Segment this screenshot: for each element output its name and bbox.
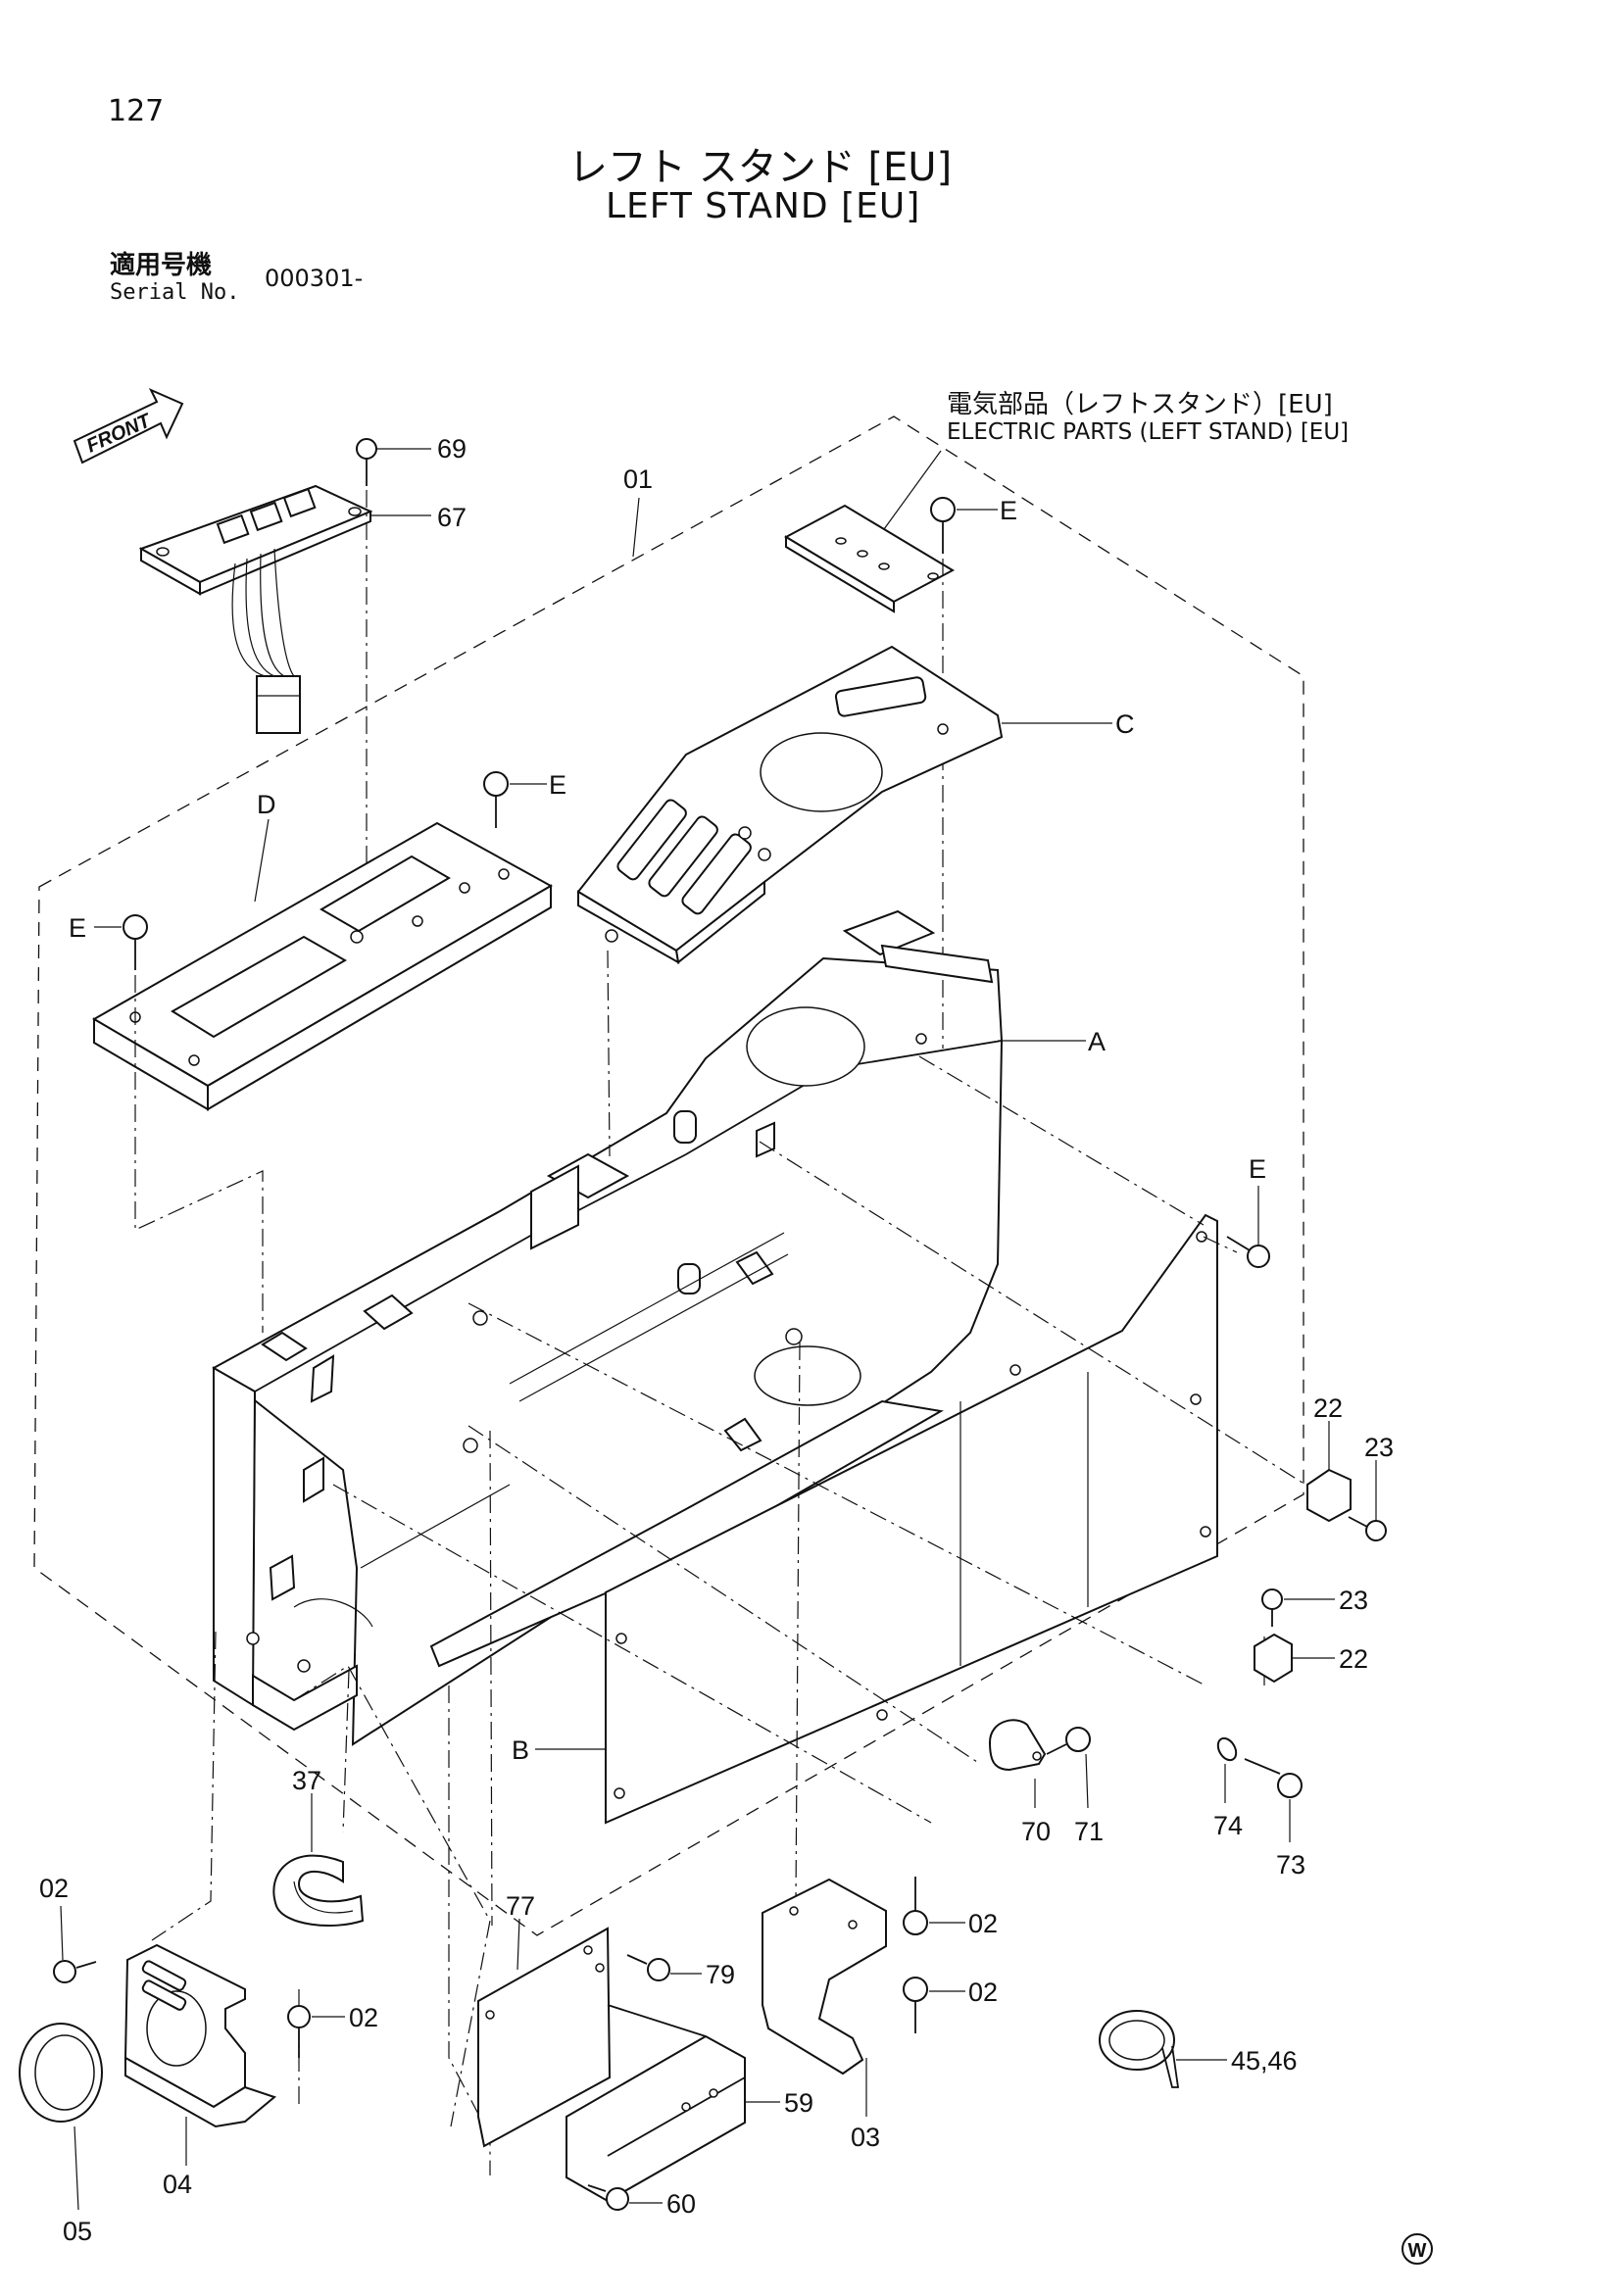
bolt-02-upper-right-icon [903,1877,928,1935]
callout-71: 71 [1074,1817,1104,1846]
callout-37: 37 [292,1766,321,1795]
cover-d [92,821,554,1111]
callout-02-middle: 02 [349,2003,378,2032]
callout-69: 69 [437,434,467,464]
electric-parts-label-english: ELECTRIC PARTS (LEFT STAND) [EU] [947,419,1350,445]
callout-67: 67 [437,503,467,532]
bolt-02-middle-icon [287,2005,311,2058]
screw-69-icon [356,438,377,486]
assembly-boundary-01 [33,415,1304,1936]
page-title-japanese: レフト スタンド [EU] [568,145,953,190]
bracket-59 [566,2004,746,2203]
callout-77: 77 [506,1891,535,1921]
callout-02-left: 02 [39,1874,69,1903]
serial-number-value: 000301- [265,265,364,292]
callout-74: 74 [1213,1811,1243,1840]
clip-22-upper-icon [1306,1468,1352,1523]
callout-60: 60 [666,2189,696,2219]
callout-59: 59 [784,2088,813,2118]
bolt-73-icon [1244,1758,1303,1798]
switch-panel [138,484,373,734]
screw-e-right-icon [1226,1236,1270,1268]
side-cover-b [605,1213,1218,1825]
bolt-79-icon [626,1954,670,1981]
screw-e-left-icon [123,914,148,970]
electric-parts-label-japanese: 電気部品（レフトスタンド）[EU] [947,390,1333,419]
screw-e-mid-icon [483,771,509,828]
stand-body-a [212,909,1004,1746]
serial-label-english: Serial No. [110,280,240,305]
callout-22-upper: 22 [1313,1393,1343,1423]
callout-e-middle: E [549,770,566,800]
screw-23-lower-icon [1261,1588,1283,1627]
callout-45-46: 45,46 [1231,2046,1298,2076]
callout-c: C [1115,709,1135,739]
callout-e-top: E [1000,496,1017,525]
bolt-02-left-icon [53,1960,97,1983]
callout-23-upper: 23 [1364,1433,1394,1462]
callout-73: 73 [1276,1850,1305,1880]
cover-c [576,645,1004,964]
clip-22-lower-icon [1254,1633,1293,1684]
page-title-english: LEFT STAND [EU] [606,186,921,226]
clamp-70-icon [988,1719,1047,1772]
washer-74-icon [1216,1736,1238,1762]
callout-04: 04 [163,2170,192,2199]
callout-79: 79 [706,1960,735,1989]
electric-parts-plate [783,504,956,613]
bolt-02-lower-right-icon [903,1977,928,2033]
callout-02-lower-right: 02 [968,1978,998,2007]
callout-e-right: E [1249,1154,1266,1184]
screw-e-top-icon [930,497,956,554]
bracket-04 [123,1943,277,2128]
screw-23-upper-icon [1348,1516,1387,1541]
front-arrow-label: FRONT [83,410,155,458]
callout-01: 01 [623,464,653,494]
front-arrow-icon: FRONT [73,387,184,464]
hose-band-icon [1099,2010,1180,2088]
bolt-71-icon [1046,1727,1091,1755]
callout-02-upper-right: 02 [968,1909,998,1938]
page-number: 127 [108,94,165,128]
callout-70: 70 [1021,1817,1051,1846]
callout-23-lower: 23 [1339,1586,1368,1615]
callout-03: 03 [851,2123,880,2152]
plate-77 [477,1927,612,2148]
callout-b: B [512,1735,529,1765]
bracket-03 [762,1878,887,2076]
bolt-60-icon [587,2184,629,2211]
callout-22-lower: 22 [1339,1644,1368,1674]
grommet-37-icon [272,1854,365,1927]
serial-label-japanese: 適用号機 [110,251,213,280]
oil-seal-05-icon [19,2023,103,2123]
callout-e-left: E [69,913,86,943]
callout-05: 05 [63,2217,92,2246]
callout-a: A [1088,1027,1106,1056]
publisher-mark-letter: W [1408,2240,1427,2262]
callout-d: D [257,790,276,819]
publisher-mark-icon: W [1402,2233,1433,2265]
